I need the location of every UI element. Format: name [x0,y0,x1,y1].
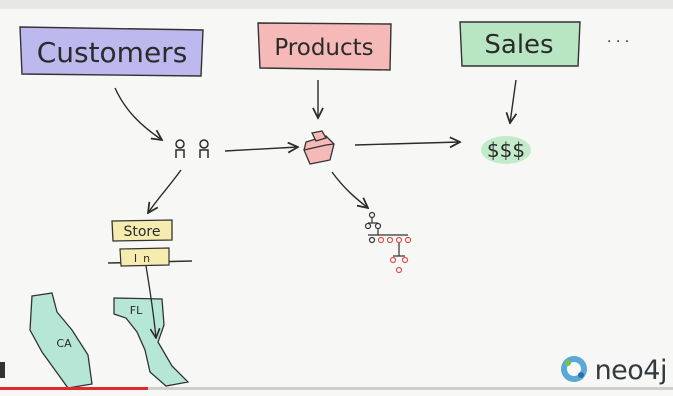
left-marker [0,362,5,378]
sales-value: $$$ [481,136,531,164]
brand-name: neo4j [594,355,668,386]
video-progress-track[interactable] [0,387,673,390]
neo4j-logo-icon [561,356,587,382]
sales-node: Sales [459,21,581,67]
products-label: Products [274,35,373,61]
state-ca-label: CA [56,337,72,350]
state-ca: CA [29,292,93,389]
customers-node: Customers [19,26,204,77]
state-fl: FL [113,265,190,387]
top-bar [0,0,673,9]
hierarchy-icon [364,211,412,274]
store-node: Store In [107,219,193,267]
store-label: Store [123,224,160,240]
video-progress-fill [0,387,149,390]
state-fl-label: FL [130,304,143,317]
people-icon [175,139,209,158]
products-node: Products [257,22,392,71]
sales-value-label: $$$ [487,138,525,162]
store-tag-label: In [134,252,156,265]
customers-label: Customers [37,36,188,69]
arrows [114,79,516,213]
more-ellipsis: . . . [607,30,629,46]
package-icon [303,130,335,165]
sales-label: Sales [484,30,553,60]
